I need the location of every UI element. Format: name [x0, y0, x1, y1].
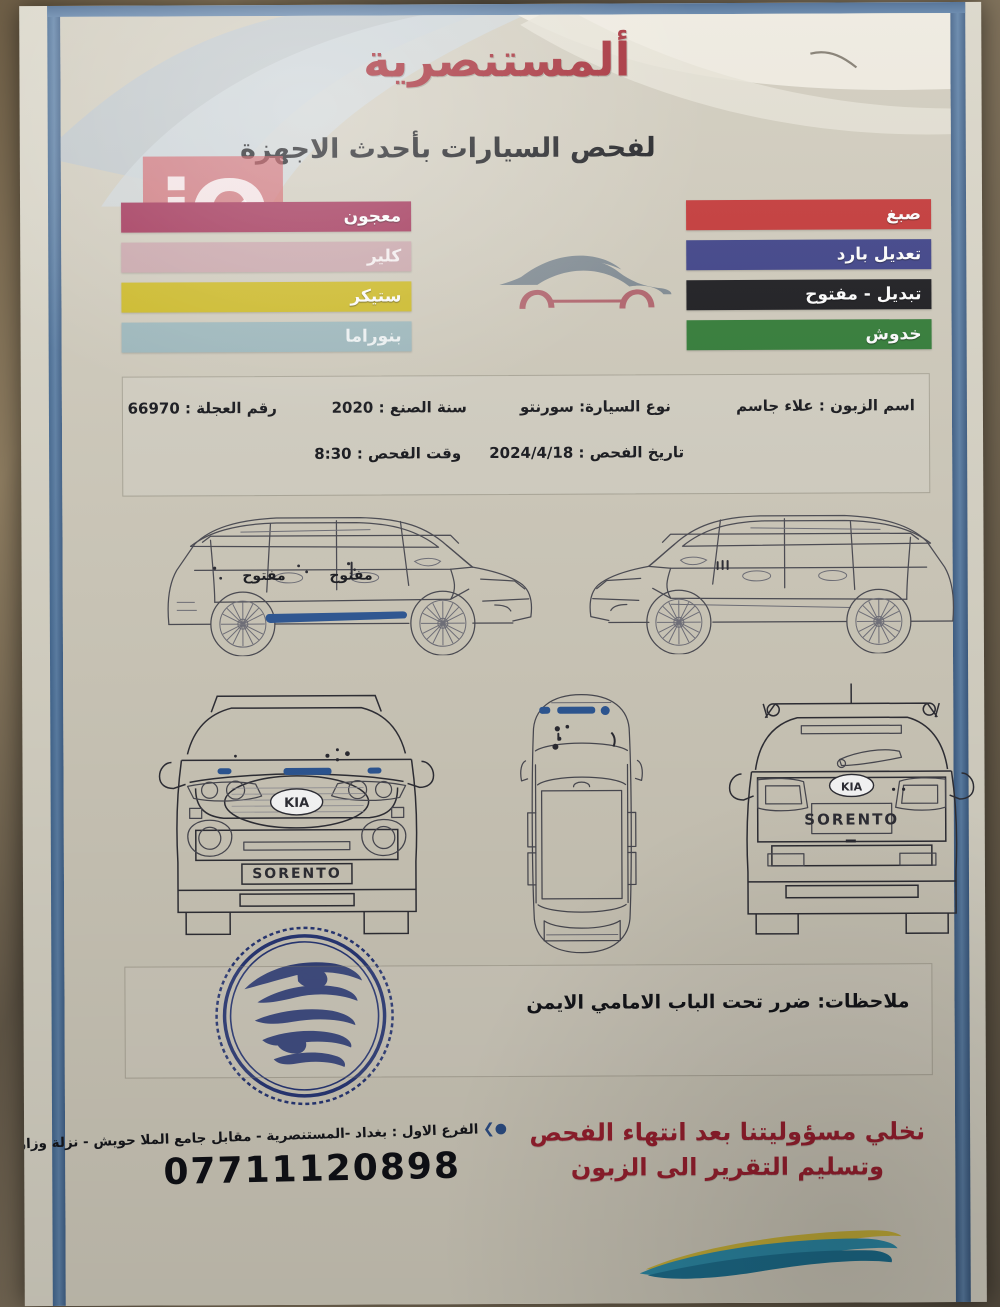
field-label: سنة الصنع : [378, 398, 467, 417]
legend-item-replace-open: تبديل - مفتوح [686, 279, 932, 311]
diagram-front-view: KIA SORENTO [151, 683, 442, 946]
legend-item-panorama: بنوراما [121, 321, 412, 353]
car-silhouette-icon [499, 255, 672, 309]
field-wheel-number: رقم العجلة : 66970 [128, 399, 277, 418]
field-value: علاء جاسم [736, 396, 814, 415]
legend-label: بنوراما [345, 326, 402, 347]
vehicle-info-box: اسم الزبون : علاء جاسم نوع السيارة: سورن… [121, 373, 931, 497]
branch-address: ●❯ الفرع الاول : بغداد -المستنصرية - مقا… [19, 1120, 508, 1155]
report-footer: نخلي مسؤوليتنا بعد انتهاء الفحص وتسليم ا… [19, 1092, 956, 1306]
field-value: 8:30 [314, 444, 352, 463]
legend-item-paint: صبغ [686, 199, 932, 231]
notes-text: ملاحظات: ضرر تحت الباب الامامي الايمن [526, 990, 910, 1014]
field-value: 2020 [331, 398, 374, 417]
diagram-rear-view: KIA SORENTO [711, 681, 987, 944]
legend-label: معجون [343, 206, 402, 227]
disclaimer-line-1: نخلي مسؤوليتنا بعد انتهاء الفحص [529, 1117, 926, 1147]
header-swirl-graphic [60, 13, 952, 207]
field-inspection-time: وقت الفحص : 8:30 [314, 444, 461, 463]
annotation-open-rear-door: مفتوح [242, 567, 286, 585]
disclaimer-text: نخلي مسؤوليتنا بعد انتهاء الفحص وتسليم ا… [529, 1114, 925, 1185]
legend-item-majoon: معجون [121, 201, 412, 233]
field-label: اسم الزبون : [818, 396, 915, 415]
field-label: نوع السيارة: [579, 397, 671, 416]
field-label: وقت الفحص : [356, 444, 462, 463]
footer-swoosh-graphic [639, 1230, 902, 1279]
official-round-stamp [215, 926, 394, 1106]
disclaimer-line-2: وتسليم التقرير الى الزبون [570, 1152, 885, 1182]
field-customer-name: اسم الزبون : علاء جاسم [736, 396, 915, 415]
legend-item-scratches: خدوش [686, 319, 932, 351]
legend-item-cold-adjust: تعديل بارد [686, 239, 932, 271]
diagram-top-view [511, 688, 652, 961]
page-content-area: ألمستنصرية لفحص السيارات بأحدث الاجهزة i… [19, 13, 975, 1306]
map-pin-icon: ●❯ [482, 1120, 508, 1138]
annotation-open-front-door: مفتوح [329, 567, 373, 584]
phone-number: 07711120898 [163, 1145, 462, 1194]
field-label: رقم العجلة : [184, 398, 277, 418]
field-label: تاريخ الفحص : [578, 443, 685, 462]
sorento-badge-rear: SORENTO [804, 810, 899, 828]
legend-left-column: معجون كلير ستيكر بنوراما [121, 201, 412, 362]
notes-box: ملاحظات: ضرر تحت الباب الامامي الايمن [124, 963, 933, 1079]
page-title: ألمستنصرية [362, 32, 631, 88]
vehicle-diagrams: مفتوح مفتوح [110, 503, 975, 967]
diagram-left-side-view [580, 503, 971, 655]
legend-item-clear: كلير [121, 241, 412, 273]
legend-label: صبغ [886, 204, 922, 225]
legend-right-column: صبغ تعديل بارد تبديل - مفتوح خدوش [686, 199, 932, 360]
legend-label: خدوش [865, 324, 922, 345]
diagram-right-side-view: مفتوح مفتوح [150, 505, 541, 657]
field-manufacture-year: سنة الصنع : 2020 [332, 398, 467, 417]
legend-label: كلير [366, 246, 402, 267]
report-header: ألمستنصرية لفحص السيارات بأحدث الاجهزة i… [60, 13, 952, 217]
page-subtitle: لفحص السيارات بأحدث الاجهزة [239, 132, 656, 166]
legend-label: تعديل بارد [836, 244, 922, 265]
kia-badge-rear: KIA [841, 780, 863, 793]
sorento-badge-front: SORENTO [252, 866, 342, 882]
legend-label: تبديل - مفتوح [805, 284, 922, 305]
field-value: 2024/4/18 [489, 443, 574, 463]
field-car-type: نوع السيارة: سورنتو [520, 397, 671, 416]
branch-contact-block: ●❯ الفرع الاول : بغداد -المستنصرية - مقا… [19, 1121, 507, 1194]
legend-item-sticker: ستيكر [121, 281, 412, 313]
legend-label: ستيكر [350, 286, 402, 307]
field-value: 66970 [127, 399, 180, 418]
inspection-report-page: ألمستنصرية لفحص السيارات بأحدث الاجهزة i… [19, 1, 987, 1307]
field-inspection-date: تاريخ الفحص : 2024/4/18 [489, 443, 684, 462]
kia-badge-front: KIA [284, 796, 309, 811]
field-value: سورنتو [519, 397, 574, 416]
